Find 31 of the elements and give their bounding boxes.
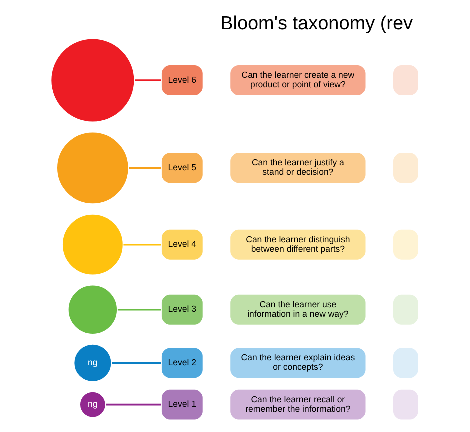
node-circle	[62, 213, 124, 276]
connector	[112, 362, 162, 364]
connector	[106, 404, 162, 406]
connector	[135, 80, 162, 82]
node-box	[392, 388, 420, 422]
node-box: Level 3	[160, 293, 204, 326]
node-box: Level 6	[160, 64, 204, 97]
node-box: Can the learner recall or remember the information?	[229, 388, 368, 422]
node-box: Can the learner justify a stand or decision?	[229, 152, 368, 185]
node-box: Level 5	[160, 152, 204, 185]
connector	[118, 308, 162, 311]
node-circle	[56, 131, 130, 206]
node-box: Level 2	[160, 346, 204, 380]
node-circle: ng	[73, 343, 113, 383]
connector	[124, 244, 162, 246]
node-box: Can the learner create a new product or point of view?	[229, 64, 368, 97]
node-box	[392, 64, 420, 97]
node-box	[392, 293, 420, 326]
node-box	[392, 346, 420, 380]
node-box	[392, 228, 420, 262]
node-circle	[50, 38, 136, 124]
connector	[129, 167, 162, 170]
node-box: Level 1	[160, 388, 204, 422]
node-box: Can the learner use information in a new way?	[229, 293, 368, 326]
node-box: Can the learner explain ideas or concepts?	[229, 346, 368, 380]
node-circle	[67, 284, 118, 336]
diagram-title: Bloom's taxonomy (rev	[220, 14, 414, 35]
node-box	[392, 152, 420, 185]
node-circle: ng	[79, 390, 107, 419]
node-box: Can the learner distinguish between different parts?	[229, 228, 368, 262]
node-box: Level 4	[160, 228, 204, 262]
